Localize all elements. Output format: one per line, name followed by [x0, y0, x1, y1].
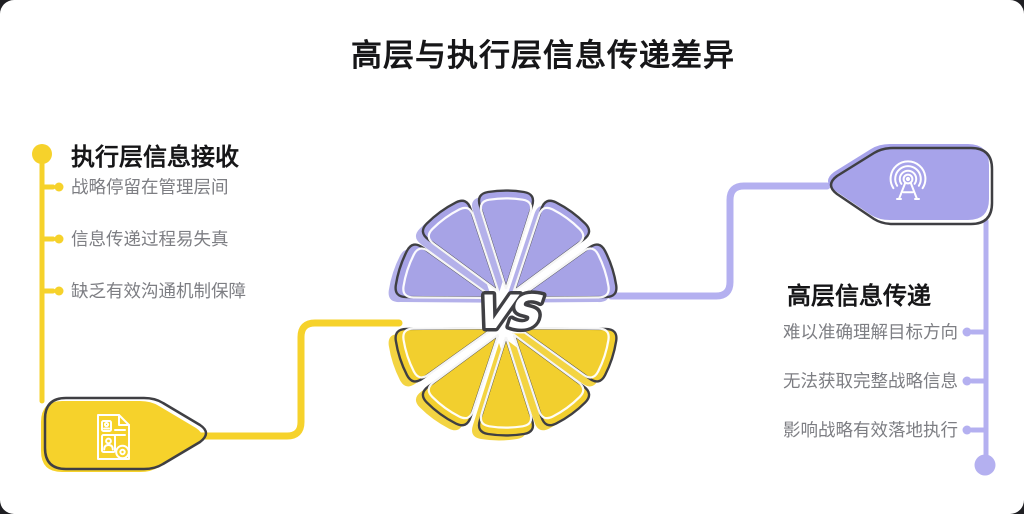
- left-branch-dot: [54, 182, 64, 192]
- list-item: 信息传递过程易失真: [71, 229, 229, 249]
- list-item: 缺乏有效沟通机制保障: [71, 281, 246, 301]
- yellow-connector-line: [197, 319, 403, 440]
- left-branch-dot: [54, 286, 64, 296]
- list-item: 战略停留在管理层间: [71, 177, 229, 197]
- broadcast-antenna-icon: [889, 160, 927, 200]
- management-badge: [828, 144, 994, 226]
- document-audit-icon: [97, 414, 130, 460]
- left-section-header: 执行层信息接收: [71, 144, 239, 171]
- right-rail-end-dot: [974, 454, 996, 476]
- right-branch-dot: [962, 327, 972, 337]
- list-item: 无法获取完整战略信息: [783, 371, 958, 391]
- left-branch-dot: [54, 234, 64, 244]
- list-item: 影响战略有效落地执行: [783, 420, 958, 440]
- right-section-header: 高层信息传递: [787, 283, 931, 310]
- right-timeline-rail: [962, 218, 996, 476]
- list-item: 难以准确理解目标方向: [783, 322, 958, 342]
- page-title: 高层与执行层信息传递差异: [351, 38, 735, 73]
- vs-flower-wheel: VS: [384, 189, 622, 441]
- vs-label: VS: [475, 285, 545, 339]
- left-rail-start-dot: [32, 144, 52, 164]
- right-branch-dot: [962, 425, 972, 435]
- executive-badge: [41, 396, 208, 472]
- vs-emblem: VS: [471, 282, 548, 343]
- left-timeline-rail: [32, 144, 64, 404]
- right-branch-dot: [962, 376, 972, 386]
- purple-connector-line: [607, 182, 831, 300]
